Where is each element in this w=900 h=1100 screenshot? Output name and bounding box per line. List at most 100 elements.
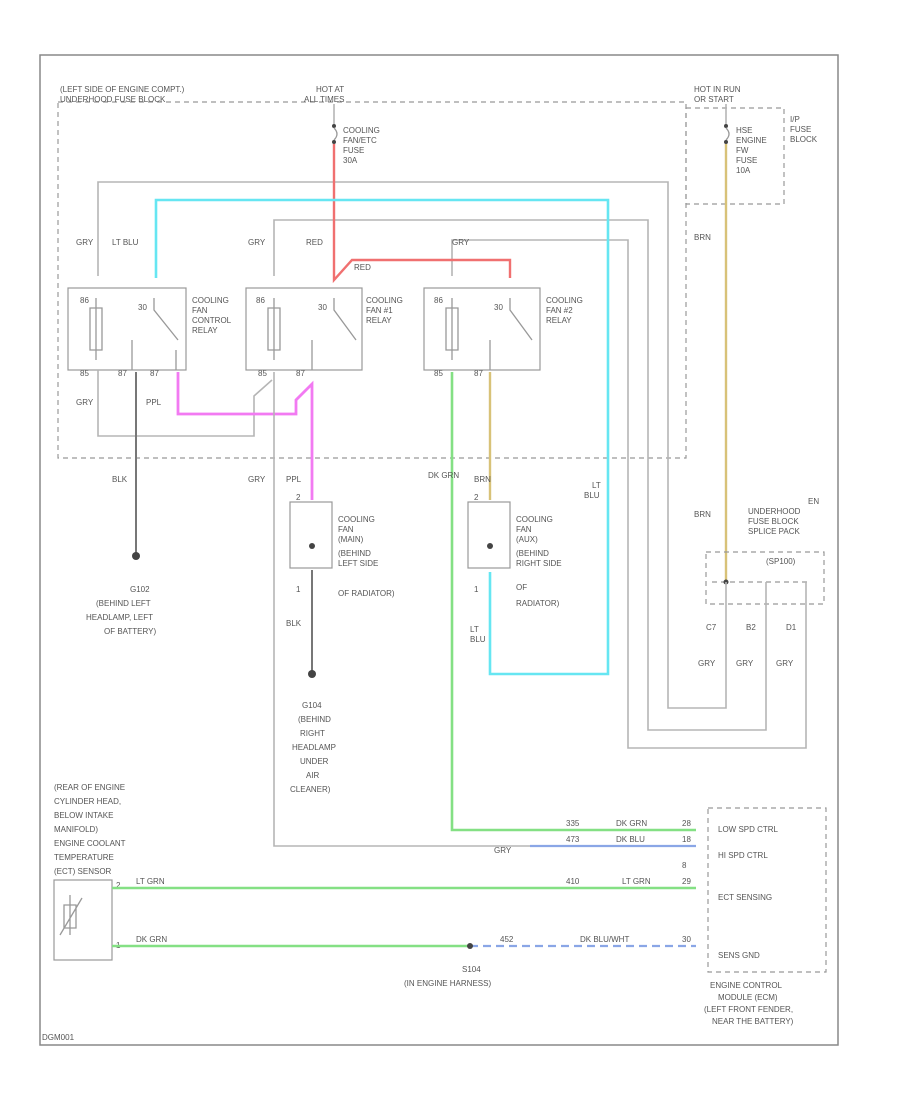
label-brn-fan2: BRN (474, 475, 491, 484)
relay-3-pin-85: 85 (434, 369, 443, 378)
relay-3-coil (445, 298, 459, 360)
relay-3-name-1: COOLING (546, 296, 583, 305)
relay-2-name-1: COOLING (366, 296, 403, 305)
fan-aux-pin-1: 1 (474, 585, 479, 594)
fuse-engine-3: FW (736, 146, 749, 155)
ecm-pin-ect: ECT SENSING (718, 893, 772, 902)
ground-g104-4: UNDER (300, 757, 329, 766)
relay-3-pin-30: 30 (494, 303, 503, 312)
label-red: RED (306, 238, 323, 247)
ect-sensor-3: BELOW INTAKE (54, 811, 113, 820)
fan-aux-5: RIGHT SIDE (516, 559, 562, 568)
label-lt-blu-right-2: BLU (584, 491, 600, 500)
relay-2-pin-30: 30 (318, 303, 327, 312)
ecm-label-1: ENGINE CONTROL (710, 981, 783, 990)
underhood-fuse-block-boundary (57, 101, 687, 459)
relay-3-pin-87: 87 (474, 369, 483, 378)
relay-2-name-3: RELAY (366, 316, 392, 325)
relay-2-switch (333, 298, 357, 341)
relay-1-pin-87: 87 (118, 369, 127, 378)
fan-main-motor (309, 543, 315, 549)
relay-2-coil (267, 298, 281, 360)
relay-3-switch (509, 298, 533, 341)
ip-fuse-block-boundary (685, 107, 785, 205)
fuse-cooling-3: FUSE (343, 146, 364, 155)
fan-aux-4: (BEHIND (516, 549, 549, 558)
label-gry-relay2-top: GRY (248, 238, 266, 247)
ground-g104-6: CLEANER) (290, 785, 331, 794)
label-gry-hi-spd: GRY (494, 846, 512, 855)
label-gry-relay1-bottom: GRY (76, 398, 94, 407)
relay-1-body (67, 287, 187, 371)
label-dk-grn-ecm: DK GRN (616, 819, 647, 828)
fan-main-pin-1: 1 (296, 585, 301, 594)
fan-aux-6: OF (516, 583, 527, 592)
ground-g104-id: G104 (302, 701, 322, 710)
splice-s104-dot (467, 943, 473, 949)
ect-thermistor-symbol (59, 895, 83, 936)
label-gry-relay3-top: GRY (452, 238, 470, 247)
fuse-block-title-1: (LEFT SIDE OF ENGINE COMPT.) (60, 85, 185, 94)
ground-g104-5: AIR (306, 771, 320, 780)
fuse-cooling-2: FAN/ETC (343, 136, 377, 145)
ecm-boundary (707, 807, 827, 973)
relay-1-pin-85: 85 (80, 369, 89, 378)
circuit-473: 473 (566, 835, 580, 844)
splice-leg-c7 (97, 181, 727, 709)
relay-3-pin-86: 86 (434, 296, 443, 305)
ect-sensor-2: CYLINDER HEAD, (54, 797, 121, 806)
label-lt-blu-relay1: LT BLU (112, 238, 139, 247)
relay-1-coil (89, 298, 103, 360)
label-red-2: RED (354, 263, 371, 272)
relay-1-switch (153, 298, 179, 370)
fuse-cooling-1: COOLING (343, 126, 380, 135)
fan-main-pin-2: 2 (296, 493, 301, 502)
label-lt-grn-left: LT GRN (136, 877, 165, 886)
fuse-engine-5: 10A (736, 166, 751, 175)
ip-fuse-block-1: I/P (790, 115, 800, 124)
relay-1-name-3: CONTROL (192, 316, 232, 325)
ecm-pin-30: 30 (682, 935, 691, 944)
fuse-cooling-4: 30A (343, 156, 358, 165)
dk-grn-wire-low-spd (450, 372, 696, 832)
relay-1-pin-87a: 87 (150, 369, 159, 378)
label-dk-grn-gnd: DK GRN (136, 935, 167, 944)
ect-sensor-4: MANIFOLD) (54, 825, 98, 834)
label-ppl-relay1: PPL (146, 398, 162, 407)
fan-aux-pin-2: 2 (474, 493, 479, 502)
splice-pack-2: UNDERHOOD (748, 507, 801, 516)
gry-wire-hi-spd (273, 372, 530, 847)
cooling-fuse-symbol (333, 127, 338, 141)
label-gry-c7: GRY (698, 659, 716, 668)
circuit-335: 335 (566, 819, 580, 828)
splice-pin-c7: C7 (706, 623, 717, 632)
fan-main-4: (BEHIND (338, 549, 371, 558)
ip-fuse-block-2: FUSE (790, 125, 811, 134)
cooling-fan-main-body (289, 501, 333, 569)
ground-g102-dot (132, 552, 140, 560)
fuse-engine-1: HSE (736, 126, 752, 135)
ground-g102-2: HEADLAMP, LEFT (86, 613, 153, 622)
ecm-pin-29: 29 (682, 877, 691, 886)
ecm-pin-28: 28 (682, 819, 691, 828)
ecm-pin-18: 18 (682, 835, 691, 844)
ect-sensor-6: TEMPERATURE (54, 853, 114, 862)
lt-blu-wire (154, 198, 610, 676)
label-blk-wht: DK BLU/WHT (580, 935, 629, 944)
label-lt-blu-right-1: LT (592, 481, 601, 490)
fan-main-6: OF RADIATOR) (338, 589, 395, 598)
fan-main-2: FAN (338, 525, 354, 534)
fan-aux-7: RADIATOR) (516, 599, 560, 608)
ecm-pin-num-8: 8 (682, 861, 687, 870)
ect-pin-a: 2 (116, 881, 121, 890)
fan-aux-2: FAN (516, 525, 532, 534)
ground-g104-3: HEADLAMP (292, 743, 336, 752)
ground-g104-2: RIGHT (300, 729, 325, 738)
relay-1-pin-30: 30 (138, 303, 147, 312)
ip-fuse-block-3: BLOCK (790, 135, 818, 144)
relay-1-gry-loop (97, 370, 273, 437)
cooling-fan-aux-body (467, 501, 511, 569)
ect-sensor-1: (REAR OF ENGINE (54, 783, 125, 792)
label-blk-left: BLK (112, 475, 128, 484)
